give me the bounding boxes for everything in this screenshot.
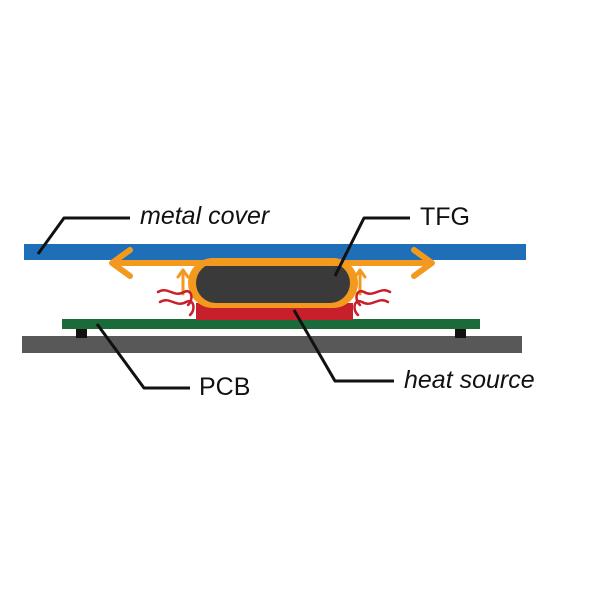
label-metal-cover: metal cover bbox=[140, 202, 271, 230]
heat-spread-arrow bbox=[109, 247, 435, 279]
metal-cover-plate bbox=[24, 244, 526, 260]
standoff-right bbox=[455, 326, 466, 338]
label-tfg: TFG bbox=[420, 203, 470, 231]
standoff-left bbox=[76, 326, 87, 338]
heat-up-arrow-left bbox=[176, 268, 190, 296]
leader-lines bbox=[36, 216, 410, 390]
leader-metal-cover bbox=[36, 216, 130, 255]
base-plate bbox=[22, 336, 522, 353]
leader-tfg bbox=[333, 216, 410, 277]
pcb-board bbox=[62, 319, 480, 329]
label-heat-source: heat source bbox=[404, 366, 535, 394]
leader-heat-source bbox=[292, 309, 394, 383]
heat-waves-left bbox=[156, 289, 195, 317]
tfg-core bbox=[196, 263, 350, 303]
label-pcb: PCB bbox=[199, 373, 250, 401]
heat-waves-right bbox=[353, 289, 392, 317]
leader-pcb bbox=[95, 323, 190, 390]
